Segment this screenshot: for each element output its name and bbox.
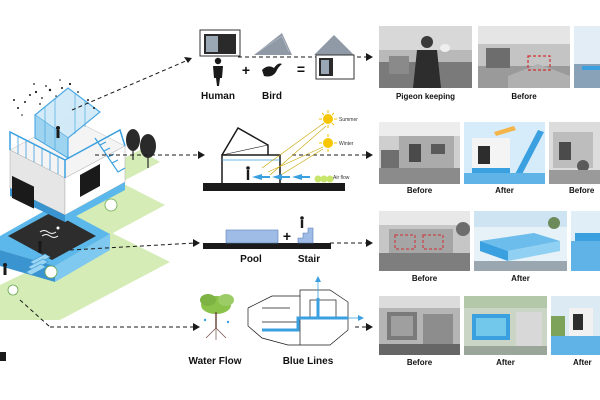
arrow-to-concept [71,59,189,111]
caption-row2-after: After [495,186,514,195]
plus-symbol: + [241,62,251,78]
photo-pigeon-keeping [379,26,472,88]
caption-pigeon-keeping: Pigeon keeping [395,92,456,101]
shrub-icons [314,175,334,183]
photo-row2-before [379,122,460,184]
person-icon [38,241,42,245]
person-icon [3,263,7,267]
water-tree-icon [200,294,234,340]
caption-row3-before: Before [411,274,438,283]
caption-row3-after: After [511,274,530,283]
stair-label: Stair [297,254,321,265]
pigeon-loft-mesh [44,94,86,149]
caption-row4-before: Before [406,358,433,367]
section-person-icon [246,166,250,180]
stair-person-icon [300,216,304,228]
airflow-arrows [252,174,310,180]
sun-icon-summer [319,110,337,128]
corner-mark [0,352,6,361]
caption-row2-before-2: Before [569,186,595,195]
swimmer-icon [39,226,60,238]
photo-row1-before [478,26,570,88]
caption-row1-before: Before [511,92,537,101]
caption-row4-after: After [496,358,515,367]
winter-label: Winter [339,141,354,147]
house-base-right [65,182,125,222]
blue-lines-path [262,298,348,332]
photo-row3-partial [571,211,600,271]
arrow-right-icon [358,315,364,321]
photo-row4-before [379,296,460,355]
house-window-left [12,175,34,209]
tree-icon [126,129,140,151]
water-flow-diagram [200,276,364,346]
pool-stair [25,253,51,276]
photo-row1-partial [574,26,600,88]
section-ground [203,183,345,191]
concept-result-house [314,35,355,80]
arrow-heads [184,53,373,331]
plant-badges [7,198,118,296]
plant-icon [44,265,58,279]
caption-row2-before: Before [406,186,433,195]
roof-railing-left [9,130,66,178]
sun-icon-winter [319,134,337,152]
arrow-up-icon [315,276,321,282]
human-icon [213,57,223,86]
bird-icon [262,63,282,77]
photo-row4-after-2 [551,296,600,355]
house-door-right [80,164,100,197]
pool-block-side [0,250,55,282]
concept-human-bird [199,29,355,86]
bird-flock [13,79,95,116]
photo-row3-before [379,211,470,271]
tree-group [126,129,156,168]
pool-ground [203,243,331,249]
pool-stair-diagram [203,216,331,249]
airflow-label: Air flow [333,175,350,181]
roof-railing-right [64,128,126,161]
section-diagram: Summer Winter Air flow [203,110,358,191]
photo-row3-after [474,211,567,271]
bird-label: Bird [262,91,282,102]
blue-lines-label: Blue Lines [282,356,334,367]
photo-row4-after [464,296,547,355]
pool-box [225,229,279,244]
pool-water [8,212,96,260]
pool-label: Pool [240,254,262,265]
roof-railing-posts [17,136,59,174]
person-icon [56,126,60,130]
equals-symbol: = [296,61,306,77]
axonometric-house [0,79,170,361]
caption-row4-after-2: After [573,358,592,367]
sun-rays [261,122,327,179]
concept-roof [254,33,292,55]
pigeon-loft-side [34,115,69,159]
section-wall [221,154,281,183]
tree-icon [140,134,156,158]
plant-icon [7,284,19,296]
person-icon-body [56,130,60,138]
plant-icon [104,198,118,212]
concept-house-small [199,29,241,57]
person-silhouettes [3,126,60,275]
human-label: Human [201,91,235,102]
photo-row2-before-2 [549,122,600,184]
section-roof [221,126,269,156]
green-strip-lower [0,232,170,320]
pool-block-front [55,234,110,282]
stair-plus-symbol: + [282,228,292,244]
photo-row2-after [464,122,545,184]
water-flow-label: Water Flow [188,356,242,367]
stair-steps [297,227,314,244]
summer-label: Summer [339,117,358,123]
